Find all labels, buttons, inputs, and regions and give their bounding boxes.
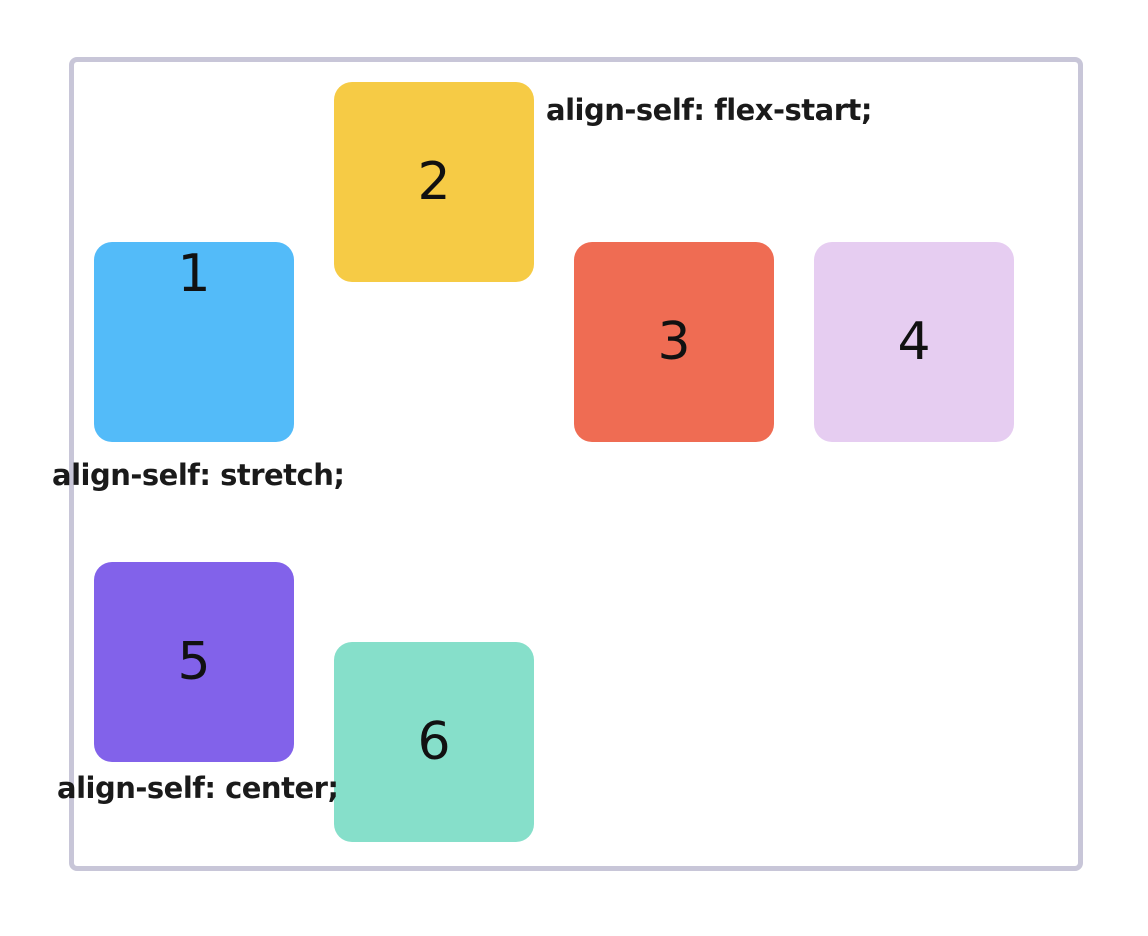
flex-item-6-label: 6: [417, 712, 451, 772]
flex-item-6: 6: [334, 642, 534, 842]
flex-item-3: 3: [574, 242, 774, 442]
flex-item-5: 5: [94, 562, 294, 762]
flex-item-1: 1: [94, 242, 294, 442]
flex-item-5-label: 5: [177, 632, 211, 692]
flex-item-1-label: 1: [177, 244, 211, 304]
caption-stretch: align-self: stretch;: [52, 458, 345, 492]
flex-item-3-label: 3: [657, 312, 691, 372]
flex-item-2-label: 2: [417, 152, 451, 212]
flex-item-4-label: 4: [897, 312, 931, 372]
flex-item-4: 4: [814, 242, 1014, 442]
flex-container: [69, 57, 1083, 871]
flex-item-2: 2: [334, 82, 534, 282]
caption-flex-start: align-self: flex-start;: [546, 93, 873, 127]
caption-center: align-self: center;: [57, 771, 339, 805]
